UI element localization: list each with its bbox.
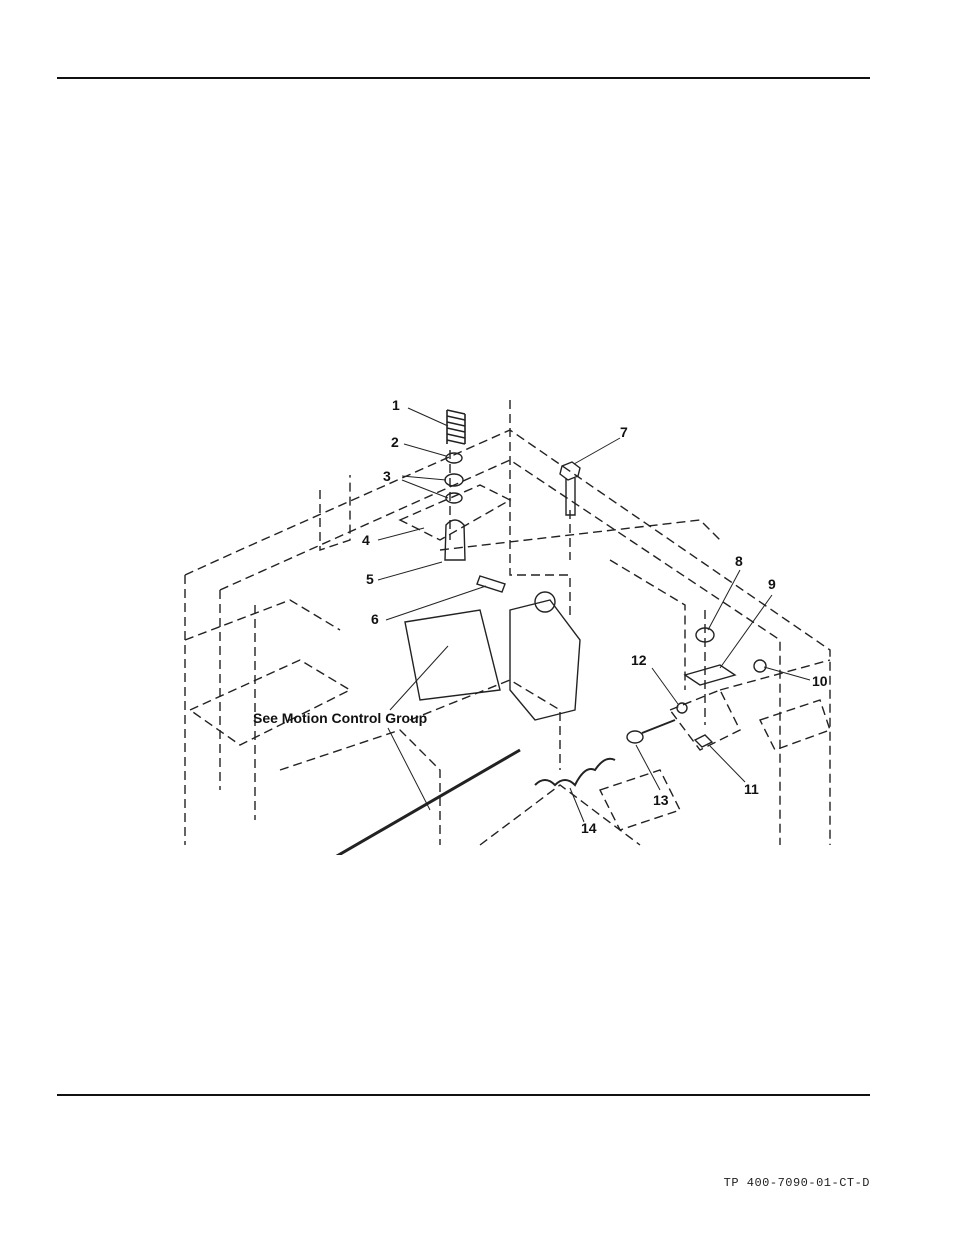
frame-outline: [184, 400, 831, 846]
callout-8: 8: [735, 553, 743, 569]
bolt-shank-part-7: [565, 478, 576, 516]
bolt-part-11: [693, 734, 714, 748]
nut-part-8: [695, 627, 715, 643]
spring-part-14: [534, 757, 616, 787]
document-code: TP 400-7090-01-CT-D: [723, 1176, 870, 1190]
see-motion-control-note: See Motion Control Group: [253, 710, 427, 726]
washer-part-2: [445, 452, 463, 464]
top-rule: [57, 77, 870, 79]
callout-10: 10: [812, 673, 828, 689]
callout-9: 9: [768, 576, 776, 592]
lever-bracket: [509, 599, 581, 721]
callout-4: 4: [362, 532, 370, 548]
nut-part-12: [676, 702, 688, 714]
callout-3: 3: [383, 468, 391, 484]
washer-part-3b: [445, 492, 463, 504]
callout-5: 5: [366, 571, 374, 587]
callout-1: 1: [392, 397, 400, 413]
nut-part-10: [753, 659, 767, 673]
callout-13: 13: [653, 792, 669, 808]
control-arm: [404, 609, 501, 701]
callout-14: 14: [581, 820, 597, 836]
nut-part-3a: [444, 473, 464, 487]
eye-bolt-part-13: [626, 730, 644, 744]
bracket-part-9: [683, 664, 737, 686]
bolt-head-part-7: [559, 461, 581, 481]
parts-diagram: 1 2 3 4 5 6 7 8 9 10 11 12 13 14 See Mot…: [184, 397, 831, 855]
callout-7: 7: [620, 424, 628, 440]
callout-12: 12: [631, 652, 647, 668]
callout-6: 6: [371, 611, 379, 627]
spring-part-1: [446, 409, 466, 445]
clevis-pin-part-6: [476, 575, 506, 593]
bottom-rule: [57, 1094, 870, 1096]
control-rod: [335, 748, 521, 855]
clevis-part-4: [444, 519, 466, 561]
callout-2: 2: [391, 434, 399, 450]
callout-11: 11: [744, 781, 759, 797]
